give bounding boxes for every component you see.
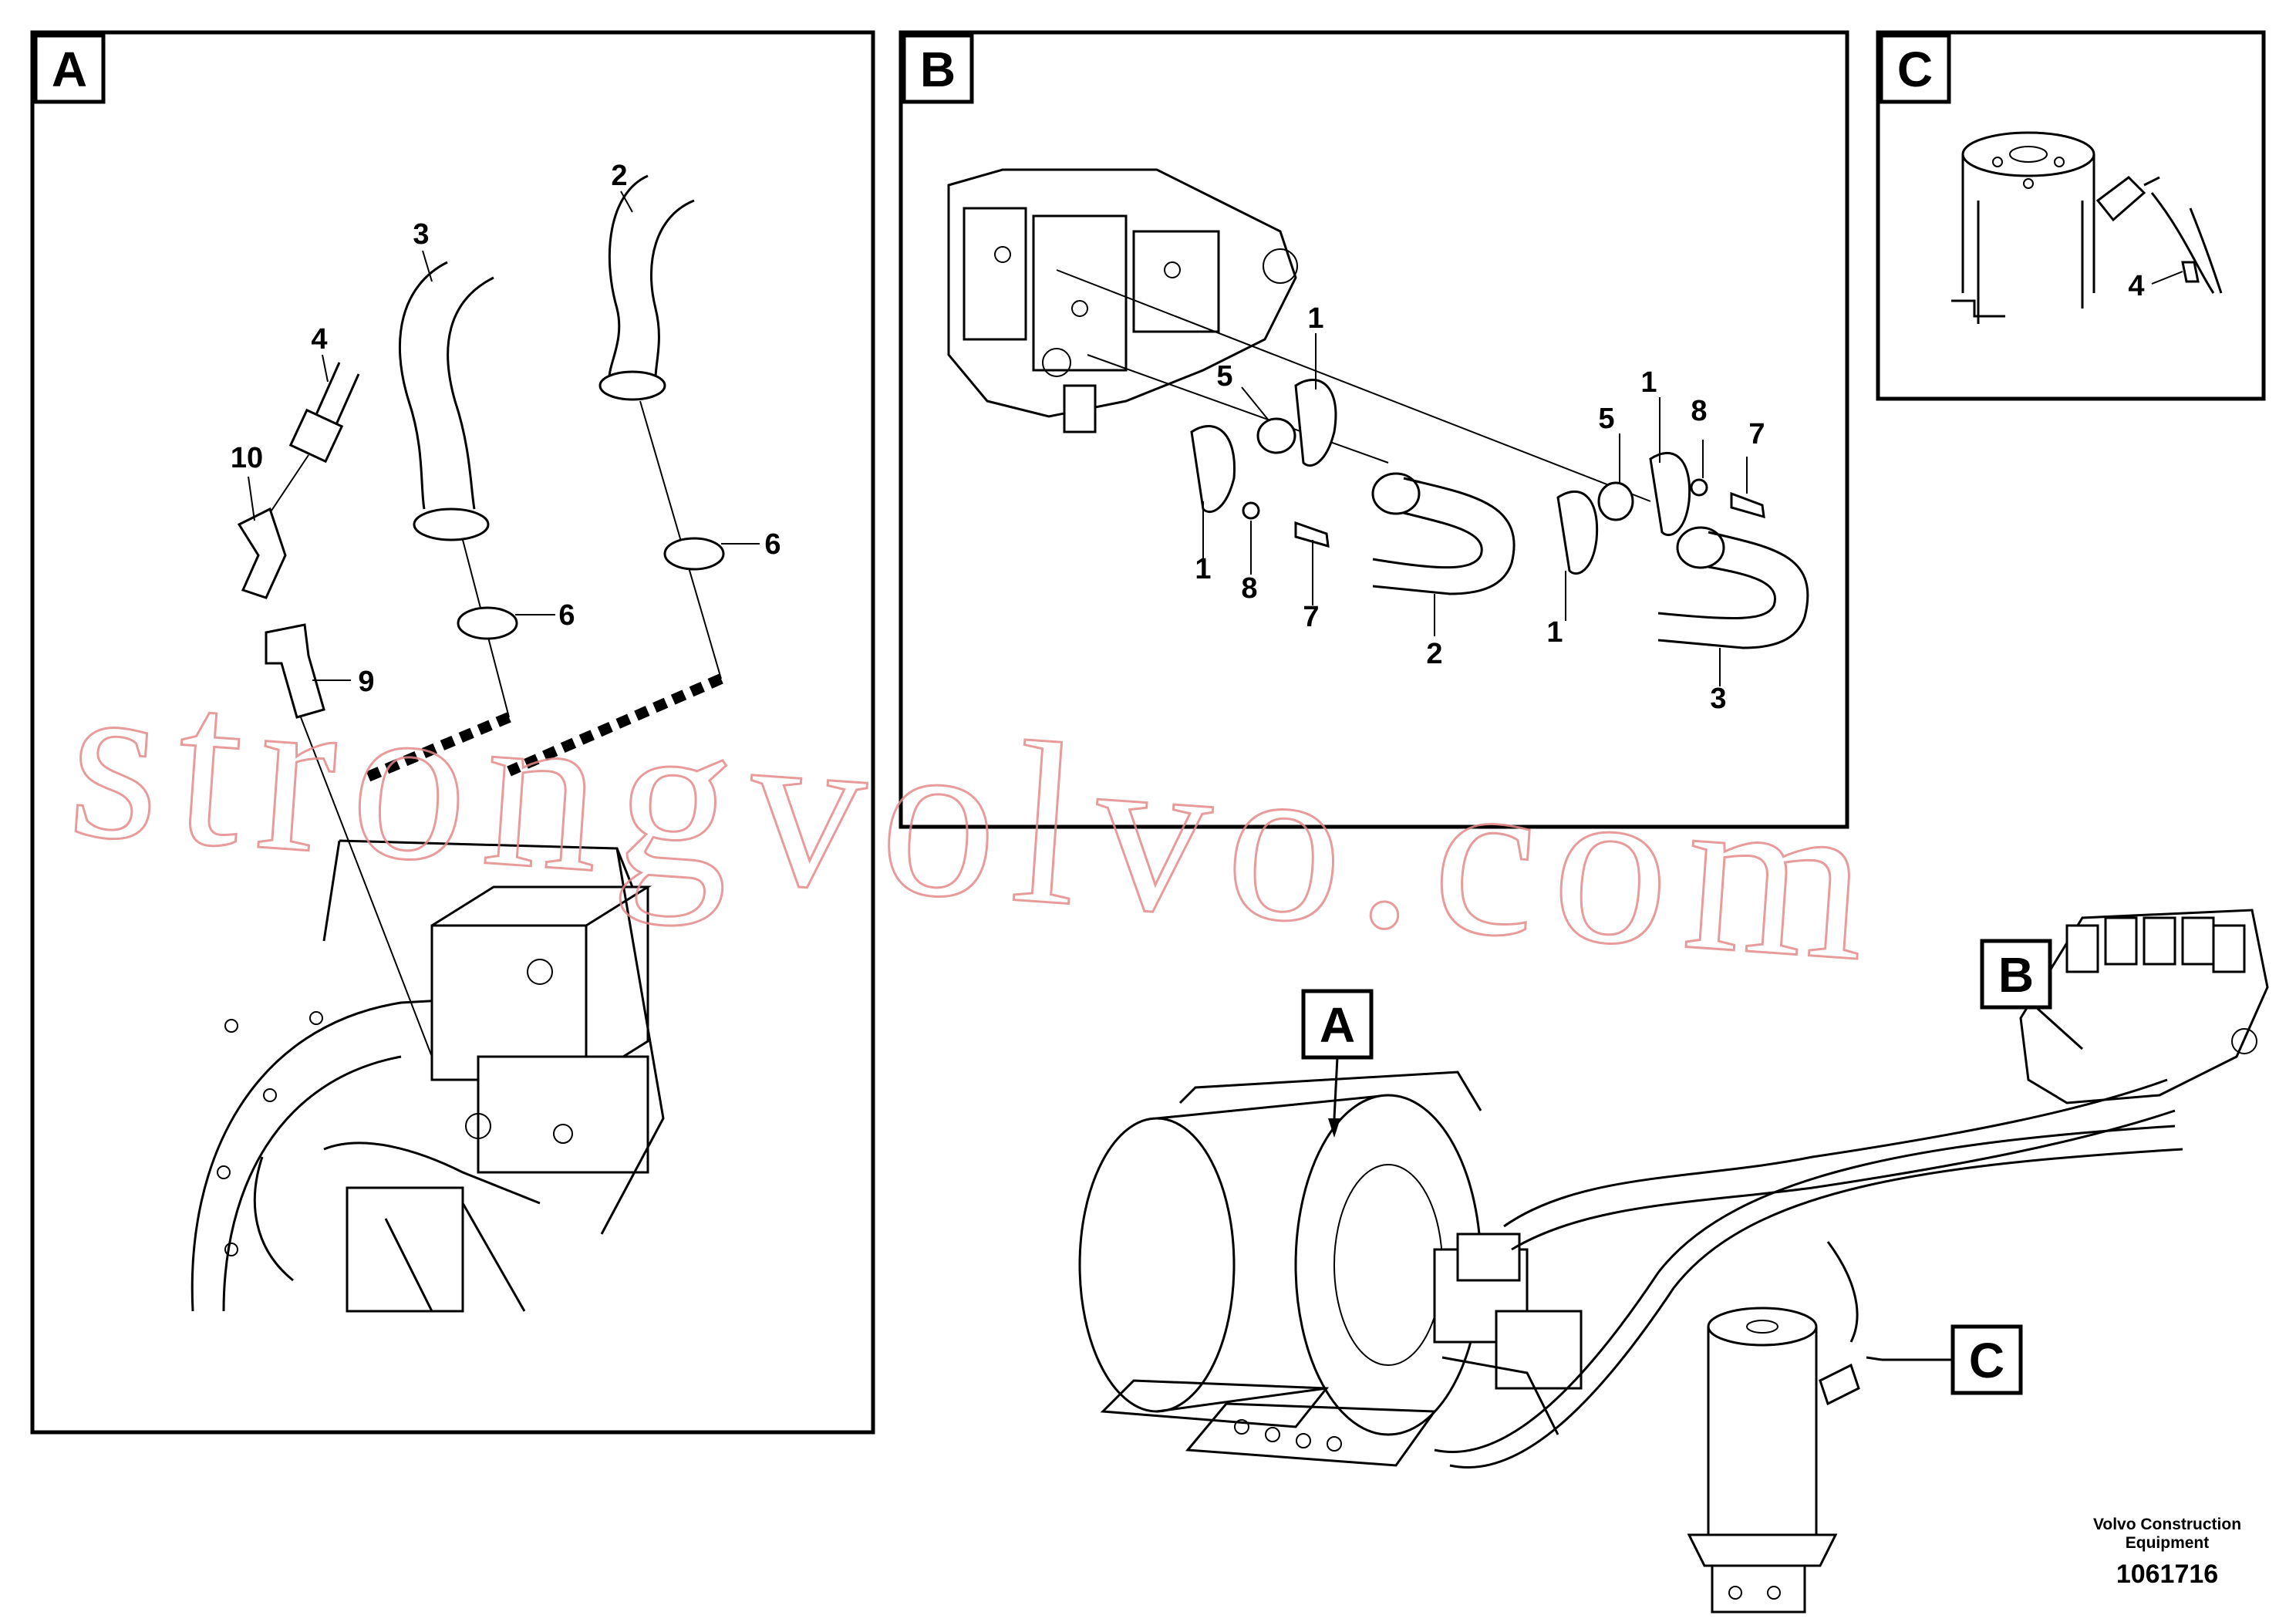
overview-assembly: A B C	[1078, 909, 2269, 1614]
motor	[1433, 1233, 1583, 1435]
o-ring-6	[663, 537, 725, 571]
washer-8	[1690, 478, 1708, 497]
overview-label-a: A	[1320, 997, 1355, 1053]
callout-7: 7	[1303, 601, 1319, 633]
callout-9: 9	[358, 666, 374, 698]
overview-label-c: C	[1969, 1333, 2004, 1388]
drawing-number: 1061716	[2116, 1560, 2218, 1589]
callout-5: 5	[1216, 360, 1232, 393]
callout-1: 1	[1640, 366, 1657, 399]
panel-c: C 4	[1876, 30, 2266, 401]
company-name-line2: Equipment	[2126, 1534, 2210, 1552]
control-valve	[2019, 909, 2269, 1104]
callout-6: 6	[558, 599, 575, 632]
callout-3: 3	[1710, 683, 1726, 715]
callout-2: 2	[611, 160, 627, 192]
washer-8	[1242, 501, 1260, 520]
control-valve	[947, 168, 1298, 433]
callout-2: 2	[1426, 638, 1442, 670]
callout-5: 5	[1598, 403, 1614, 435]
flange-half-1	[1294, 379, 1337, 467]
panel-a: A	[30, 30, 875, 1435]
watermark: strongvolvo.com	[62, 628, 1892, 1010]
callout-6: 6	[764, 528, 781, 561]
callout-10: 10	[231, 442, 263, 474]
hose-4	[2095, 176, 2223, 294]
callout-3: 3	[413, 218, 429, 251]
company-name-line1: Volvo Construction	[2093, 1516, 2241, 1533]
bolt-7	[1294, 521, 1330, 548]
callout-1: 1	[1307, 302, 1323, 335]
pump-assembly	[190, 839, 665, 1313]
callout-8: 8	[1691, 395, 1707, 427]
callout-1: 1	[1195, 553, 1211, 585]
flange-half-1	[1649, 451, 1691, 537]
bolt-7	[1730, 491, 1765, 519]
hose-2	[598, 174, 722, 679]
swivel-joint	[1951, 131, 2095, 324]
overview-label-b: B	[1998, 947, 2034, 1003]
pipe-2	[1371, 472, 1515, 595]
panel-b-label: B	[920, 42, 956, 97]
swivel-joint	[1687, 1307, 1860, 1614]
callout-4: 4	[311, 323, 327, 356]
callout-8: 8	[1241, 572, 1257, 605]
o-ring-5	[1256, 417, 1296, 454]
base-plate	[1100, 1379, 1437, 1467]
flange-half-1	[1190, 425, 1236, 514]
hose-4	[269, 362, 360, 514]
tee-9	[265, 623, 433, 1057]
panel-c-label: C	[1897, 42, 1933, 97]
panel-b: B	[899, 30, 1849, 829]
flange-half-1	[1556, 490, 1599, 575]
hose-3	[399, 261, 510, 718]
callout-7: 7	[1748, 418, 1765, 450]
hoses	[1434, 1078, 2183, 1469]
o-ring-6	[457, 606, 518, 640]
callout-4: 4	[2128, 270, 2144, 302]
elbow-10	[237, 507, 287, 599]
panel-a-label: A	[52, 42, 87, 97]
callout-1: 1	[1546, 616, 1563, 649]
o-ring-5	[1597, 481, 1634, 521]
footer: Volvo Construction Equipment 1061716	[2093, 1516, 2241, 1589]
pipe-3	[1657, 526, 1809, 649]
